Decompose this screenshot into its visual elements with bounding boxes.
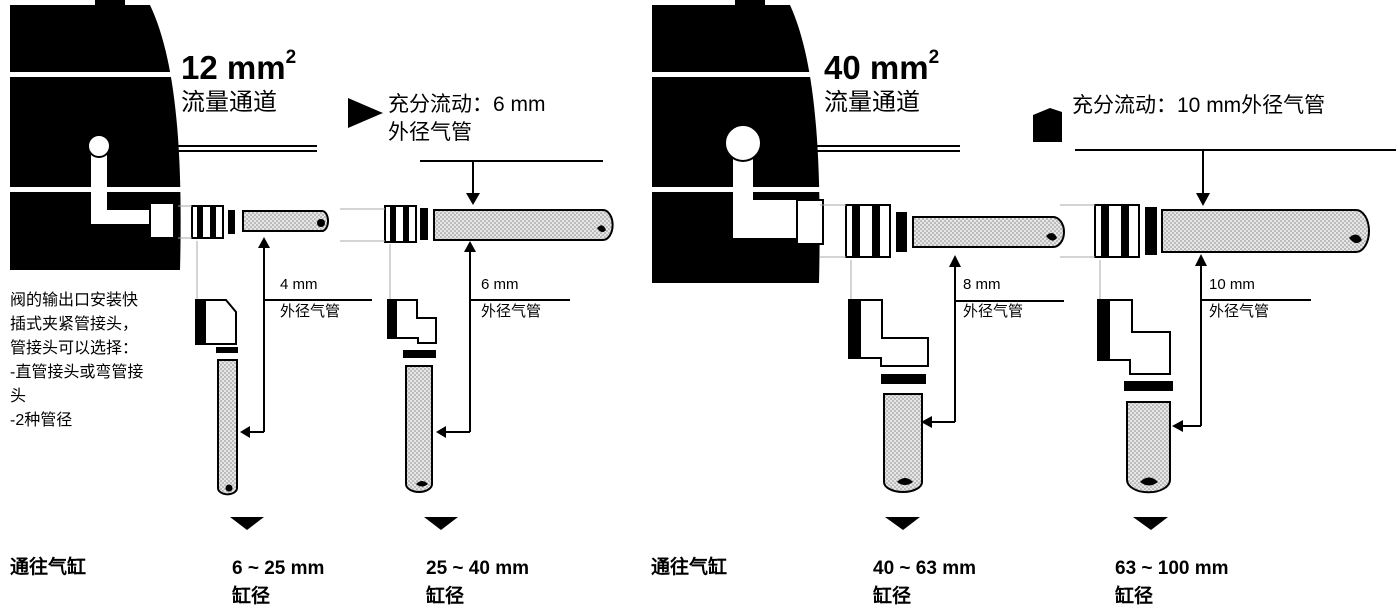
right-bore2: 63 ~ 100 mm 缸径 (1115, 555, 1229, 611)
right-pointer-square (1033, 108, 1062, 142)
right-tube1-size: 8 mm (963, 276, 1001, 293)
left-flow-line2: 外径气管 (388, 121, 472, 144)
left-flow-arrow-down (420, 160, 603, 205)
right-straight-fitting-large (1094, 204, 1370, 258)
left-flow-line1: 充分流动：6 mm (388, 93, 546, 116)
note-line: 阀的输出口安装快 (10, 292, 139, 309)
right-channel-label: 流量通道 (824, 89, 920, 116)
right-to-cylinder: 通往气缸 (651, 557, 728, 578)
left-down-triangles (230, 517, 458, 530)
left-guide-lines (178, 205, 391, 300)
right-elbow-fitting-small (848, 299, 929, 493)
bore-label: 缸径 (426, 586, 465, 607)
left-elbow-fitting-small (195, 299, 238, 496)
left-straight-fitting-small (191, 205, 329, 239)
right-guide-lines (820, 204, 1101, 300)
left-area-title: 12 mm2 (181, 47, 297, 86)
right-tube2-label: 外径气管 (1209, 303, 1270, 320)
note-line: -直管接头或弯管接 (10, 364, 144, 381)
bore-range: 25 ~ 40 mm (426, 558, 529, 579)
bore-label: 缸径 (1115, 586, 1154, 607)
right-valve-body (650, 0, 825, 283)
bore-range: 40 ~ 63 mm (873, 558, 976, 579)
bore-range: 6 ~ 25 mm (232, 558, 325, 579)
left-tube1-size: 4 mm (280, 276, 318, 293)
note-line: 插式夹紧管接头， (10, 316, 139, 333)
left-straight-fitting-large (384, 205, 614, 243)
bore-label: 缸径 (232, 586, 271, 607)
right-tube2-size: 10 mm (1209, 276, 1255, 293)
left-tube1-label: 外径气管 (280, 303, 341, 320)
left-size-arrow-6mm (436, 241, 570, 438)
left-tube2-size: 6 mm (481, 276, 519, 293)
left-pointer-triangle (348, 98, 383, 128)
right-straight-fitting-small (845, 204, 1065, 258)
right-elbow-fitting-large (1097, 299, 1173, 494)
right-flow-arrow-down (1075, 149, 1396, 206)
left-channel-label: 流量通道 (181, 89, 277, 116)
left-bore1: 6 ~ 25 mm 缸径 (232, 555, 324, 611)
note-line: -2种管径 (10, 412, 73, 429)
left-size-arrow-4mm (240, 237, 372, 438)
left-flow-arrow-in (111, 140, 317, 152)
right-tube1-label: 外径气管 (963, 303, 1024, 320)
right-flow-arrow-in (762, 145, 960, 152)
bore-range: 63 ~ 100 mm (1115, 558, 1229, 579)
right-size-arrow-8mm (921, 255, 1064, 428)
left-tube2-label: 外径气管 (481, 303, 542, 320)
right-flow-line: 充分流动：10 mm外径气管 (1072, 94, 1326, 117)
note-line: 头 (10, 388, 27, 405)
left-note: 阀的输出口安装快 插式夹紧管接头， 管接头可以选择： -直管接头或弯管接 头 -… (10, 289, 190, 433)
right-area-title: 40 mm2 (824, 47, 940, 86)
right-down-triangles (885, 517, 1168, 530)
right-bore1: 40 ~ 63 mm 缸径 (873, 555, 976, 611)
bore-label: 缸径 (873, 586, 912, 607)
note-line: 管接头可以选择： (10, 340, 139, 357)
left-elbow-fitting-large (387, 299, 437, 493)
right-size-arrow-10mm (1172, 254, 1311, 432)
left-to-cylinder: 通往气缸 (10, 557, 87, 578)
left-bore2: 25 ~ 40 mm 缸径 (426, 555, 529, 611)
left-valve-body (8, 0, 183, 270)
